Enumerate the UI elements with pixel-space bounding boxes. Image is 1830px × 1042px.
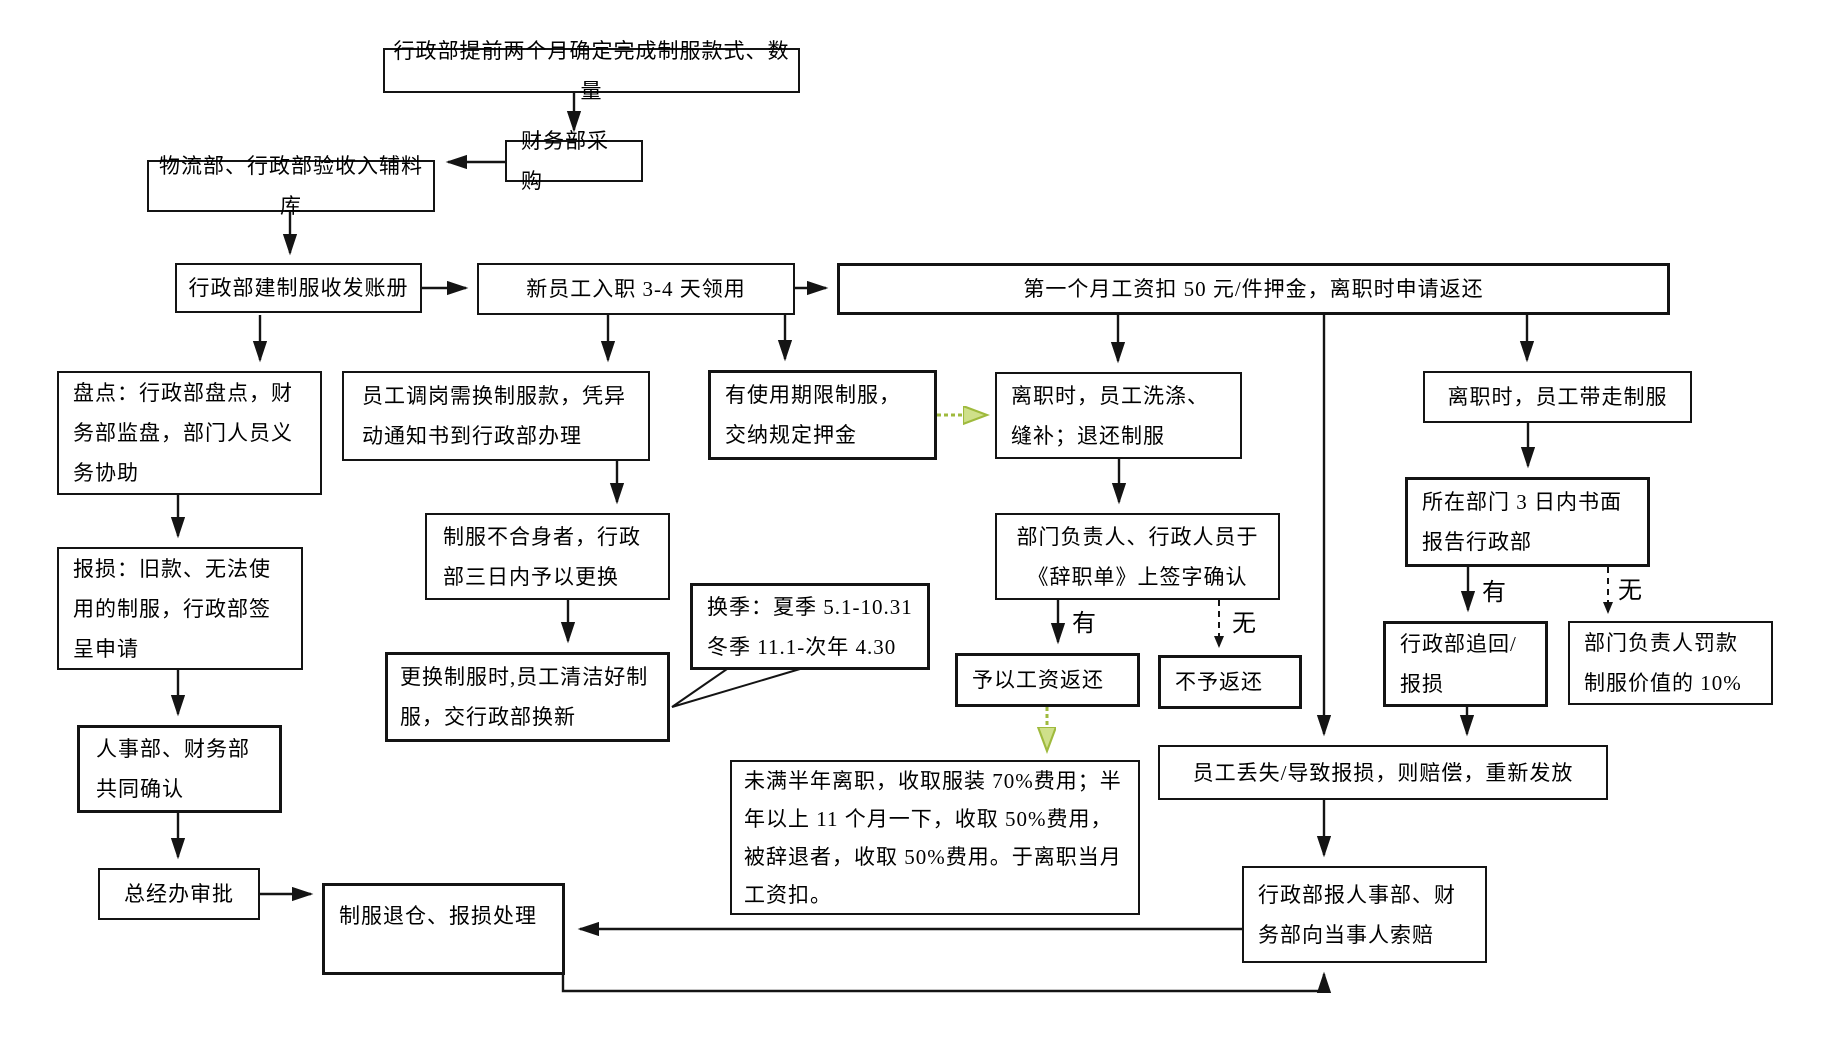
green-connectors [937, 415, 1047, 748]
node-no-refund: 不予返还 [1158, 655, 1302, 709]
node-purchase: 财务部采购 [505, 129, 643, 193]
node-season-note: 换季：夏季 5.1-10.31 冬季 11.1-次年 4.30 [690, 583, 930, 670]
branch-label-yes-right: 有 [1482, 580, 1507, 606]
node-fine-text: 部门负责人罚款制服价值的 10% [1584, 631, 1742, 695]
node-confirm-style: 行政部提前两个月确定完成制服款式、数量 [383, 39, 800, 103]
node-damage-report-text: 报损：旧款、无法使用的制服，行政部签呈申请 [73, 556, 271, 661]
node-clean-exchange-text: 更换制服时,员工清洁好制服，交行政部换新 [400, 665, 649, 729]
node-recover: 行政部追回/报损 [1383, 621, 1548, 707]
branch-label-yes-left: 有 [1072, 611, 1097, 637]
node-dept-report-text: 所在部门 3 日内书面报告行政部 [1422, 490, 1622, 554]
node-transfer: 员工调岗需换制服款，凭异动通知书到行政部办理 [342, 371, 650, 461]
node-wash-return-text: 离职时，员工洗涤、缝补；退还制服 [1011, 383, 1209, 448]
node-unfit: 制服不合身者，行政部三日内予以更换 [425, 513, 670, 600]
node-salary-refund: 予以工资返还 [955, 653, 1140, 707]
node-term-uniform: 有使用期限制服，交纳规定押金 [708, 370, 937, 460]
node-hr-finance-confirm-text: 人事部、财务部共同确认 [96, 737, 250, 801]
node-term-uniform-text: 有使用期限制服，交纳规定押金 [725, 383, 901, 447]
node-no-refund-text: 不予返还 [1175, 670, 1263, 694]
node-stocktake-text: 盘点：行政部盘点，财务部监盘，部门人员义务协助 [73, 381, 293, 485]
node-transfer-text: 员工调岗需换制服款，凭异动通知书到行政部办理 [362, 384, 626, 448]
branch-label-no-right: 无 [1618, 578, 1643, 604]
node-lost-compensate-text: 员工丢失/导致报损，则赔偿，重新发放 [1192, 760, 1574, 785]
node-fee-rule-text: 未满半年离职，收取服装 70%费用；半年以上 11 个月一下，收取 50%费用，… [744, 768, 1122, 907]
node-confirm-style-text: 行政部提前两个月确定完成制服款式、数量 [393, 38, 790, 103]
node-return-storage: 制服退仓、报损处理 [322, 883, 565, 975]
node-unfit-text: 制服不合身者，行政部三日内予以更换 [443, 524, 641, 589]
node-salary-refund-text: 予以工资返还 [972, 668, 1104, 692]
node-purchase-text: 财务部采购 [521, 129, 609, 193]
node-damage-report: 报损：旧款、无法使用的制服，行政部签呈申请 [57, 547, 303, 670]
node-sign-confirm: 部门负责人、行政人员于《辞职单》上签字确认 [995, 513, 1280, 600]
node-hr-finance-confirm: 人事部、财务部共同确认 [77, 725, 282, 813]
node-recover-text: 行政部追回/报损 [1400, 632, 1517, 696]
node-ledger: 行政部建制服收发账册 [175, 263, 422, 313]
node-warehouse-in-text: 物流部、行政部验收入辅料库 [159, 154, 423, 218]
node-fee-rule: 未满半年离职，收取服装 70%费用；半年以上 11 个月一下，收取 50%费用，… [730, 760, 1140, 915]
node-return-storage-text: 制服退仓、报损处理 [339, 904, 537, 928]
node-warehouse-in: 物流部、行政部验收入辅料库 [147, 154, 435, 218]
node-new-employee: 新员工入职 3-4 天领用 [477, 263, 795, 315]
node-season-note-text: 换季：夏季 5.1-10.31 冬季 11.1-次年 4.30 [707, 594, 913, 659]
node-deposit-text: 第一个月工资扣 50 元/件押金，离职时申请返还 [1023, 277, 1484, 301]
node-take-away-text: 离职时，员工带走制服 [1447, 385, 1668, 409]
node-stocktake: 盘点：行政部盘点，财务部监盘，部门人员义务协助 [57, 371, 322, 495]
node-ledger-text: 行政部建制服收发账册 [188, 276, 409, 300]
branch-label-no-left: 无 [1232, 611, 1257, 637]
node-dept-report: 所在部门 3 日内书面报告行政部 [1405, 477, 1650, 567]
node-new-employee-text: 新员工入职 3-4 天领用 [526, 277, 746, 301]
node-wash-return: 离职时，员工洗涤、缝补；退还制服 [995, 372, 1242, 459]
node-gm-approval: 总经办审批 [98, 868, 260, 920]
node-gm-approval-text: 总经办审批 [124, 882, 234, 906]
node-claim-text: 行政部报人事部、财务部向当事人索赔 [1258, 882, 1456, 947]
dashed-connectors [1214, 567, 1613, 648]
node-sign-confirm-text: 部门负责人、行政人员于《辞职单》上签字确认 [1016, 524, 1259, 589]
callout-tail [671, 668, 801, 708]
node-take-away: 离职时，员工带走制服 [1423, 371, 1692, 423]
solid-connectors [170, 93, 1536, 994]
node-deposit: 第一个月工资扣 50 元/件押金，离职时申请返还 [837, 263, 1670, 315]
node-lost-compensate: 员工丢失/导致报损，则赔偿，重新发放 [1158, 745, 1608, 800]
node-clean-exchange: 更换制服时,员工清洁好制服，交行政部换新 [385, 652, 670, 742]
node-fine: 部门负责人罚款制服价值的 10% [1568, 621, 1773, 705]
arrow-storage-loop-to-claim [561, 971, 1332, 994]
node-claim: 行政部报人事部、财务部向当事人索赔 [1242, 866, 1487, 963]
